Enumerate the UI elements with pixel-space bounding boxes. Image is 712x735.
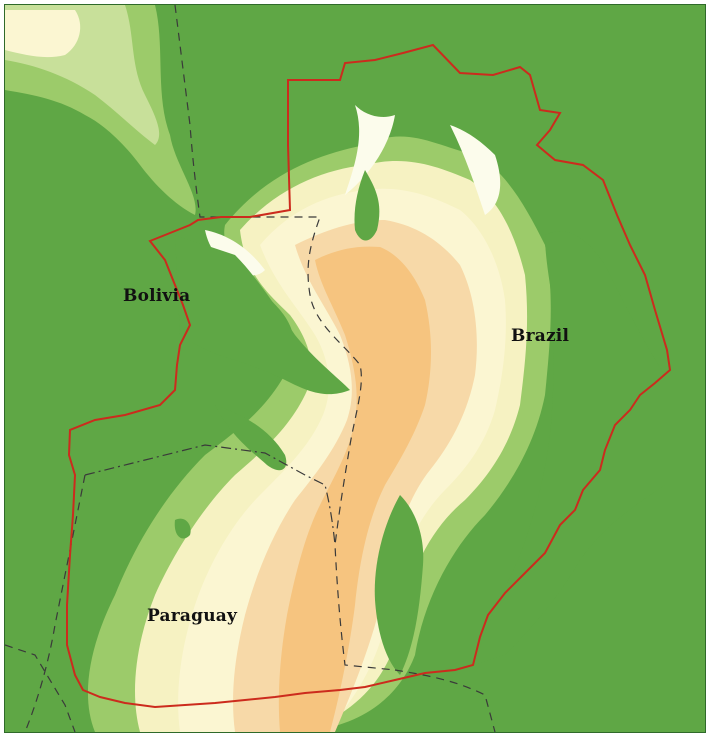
lowland-east (475, 231, 665, 665)
country-label-brazil: Brazil (511, 326, 570, 346)
lowland-inlet-north (354, 170, 380, 241)
ridge-north (345, 105, 395, 195)
country-label-paraguay: Paraguay (147, 606, 238, 626)
lowland-inlet-west (175, 235, 350, 395)
highland-northwest-pale (5, 10, 81, 58)
elevation-map (5, 5, 705, 732)
country-label-bolivia: Bolivia (123, 286, 191, 306)
plateau-orange (278, 246, 431, 732)
border-bolivia-brazil (174, 5, 396, 671)
border-southwest (5, 644, 76, 732)
border-paraguay-bolivia (84, 444, 336, 546)
lowland-inlet-west-2 (215, 405, 287, 471)
lowland-inlet-southeast (374, 495, 424, 675)
map-frame: Bolivia Brazil Paraguay (4, 4, 706, 733)
border-paraguay-west (24, 474, 86, 732)
green-patch-south (174, 518, 191, 539)
ridge-west (205, 230, 265, 276)
study-area-boundary (66, 43, 672, 709)
ridge-northeast (450, 125, 501, 215)
